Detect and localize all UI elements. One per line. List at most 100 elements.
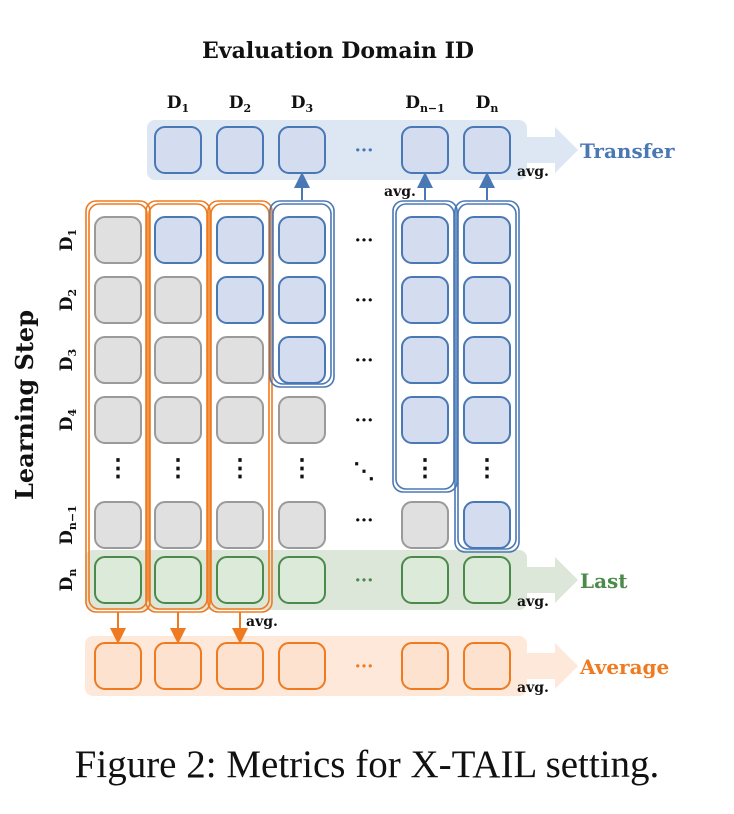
matrix-cell-transfer <box>278 216 326 264</box>
matrix-cell-transfer <box>278 336 326 384</box>
average-column-avg-label: avg. <box>246 614 278 630</box>
last-label: Last <box>580 569 628 593</box>
ellipsis-diagonal: ⋱ <box>353 458 375 484</box>
transfer-column-outline <box>395 203 455 490</box>
average-cell <box>401 642 449 690</box>
last-avg-label: avg. <box>517 594 549 610</box>
column-header: Dn−1 <box>405 93 445 115</box>
last-row-cell <box>463 556 511 604</box>
matrix-cell <box>94 336 142 384</box>
average-avg-label: avg. <box>517 680 549 696</box>
matrix-cell <box>94 276 142 324</box>
row-labels: D1 D2 D3 D4 Dn−1 Dn <box>57 229 79 592</box>
matrix-cell-transfer <box>463 501 511 549</box>
ellipsis-horizontal: ··· <box>355 140 374 161</box>
ellipsis-vertical: ⋮ <box>413 453 437 482</box>
transfer-column-avg-label: avg. <box>384 184 416 200</box>
row-label: D3 <box>57 349 79 371</box>
matrix-cell <box>216 336 264 384</box>
row-label: D4 <box>57 408 79 431</box>
matrix-cell <box>94 216 142 264</box>
ellipsis-horizontal: ··· <box>355 656 374 677</box>
average-label: Average <box>579 655 669 679</box>
last-row-cell <box>154 556 202 604</box>
ellipsis-vertical: ⋮ <box>475 453 499 482</box>
y-axis-title: Learning Step <box>10 310 39 500</box>
ellipsis-vertical: ⋮ <box>106 453 130 482</box>
transfer-cell <box>154 126 202 174</box>
matrix-cell <box>94 501 142 549</box>
ellipsis-horizontal: ··· <box>355 410 374 431</box>
ellipsis-vertical: ⋮ <box>290 453 314 482</box>
cell-grid <box>94 126 511 690</box>
transfer-column-outline <box>392 200 458 493</box>
average-column-outline <box>148 203 208 610</box>
matrix-cell-transfer <box>401 276 449 324</box>
transfer-column-outline <box>454 200 520 553</box>
average-cell <box>463 642 511 690</box>
average-column-outline <box>88 203 148 610</box>
column-header: Dn <box>476 93 499 115</box>
matrix-cell <box>216 396 264 444</box>
matrix-cell-transfer <box>278 276 326 324</box>
matrix-cell-transfer <box>463 276 511 324</box>
matrix-cell <box>154 336 202 384</box>
metric-arrows <box>110 172 495 644</box>
matrix-cell <box>154 276 202 324</box>
ellipsis-vertical: ⋮ <box>166 453 190 482</box>
last-row-cell <box>401 556 449 604</box>
matrix-cell-transfer <box>154 216 202 264</box>
last-row-cell <box>216 556 264 604</box>
matrix-cell-transfer <box>401 336 449 384</box>
average-band-arrow <box>527 643 578 689</box>
matrix-cell-transfer <box>216 276 264 324</box>
matrix-cell-transfer <box>216 216 264 264</box>
ellipsis-horizontal: ··· <box>355 510 374 531</box>
matrix-cell <box>401 501 449 549</box>
column-header: D3 <box>291 93 313 115</box>
row-label: Dn−1 <box>57 505 79 545</box>
ellipsis-horizontal: ··· <box>355 350 374 371</box>
matrix-cell-transfer <box>463 336 511 384</box>
ellipsis-vertical: ⋮ <box>228 453 252 482</box>
ellipsis-horizontal: ··· <box>355 570 374 591</box>
row-label: D2 <box>57 289 79 311</box>
transfer-column-outline <box>269 200 335 388</box>
column-header: D2 <box>229 93 251 115</box>
last-row-cell <box>278 556 326 604</box>
matrix-cell <box>154 501 202 549</box>
average-cell <box>94 642 142 690</box>
average-cell <box>154 642 202 690</box>
row-label: D1 <box>57 229 79 251</box>
transfer-label: Transfer <box>580 139 675 163</box>
matrix-cell-transfer <box>401 216 449 264</box>
transfer-cell <box>216 126 264 174</box>
column-headers: D1 D2 D3 Dn−1 Dn <box>167 93 499 115</box>
last-row-cell <box>94 556 142 604</box>
row-label: Dn <box>57 569 79 592</box>
diagram-title: Evaluation Domain ID <box>202 38 474 64</box>
transfer-band-arrow <box>527 127 578 173</box>
matrix-cell-transfer <box>463 396 511 444</box>
matrix-cell <box>154 396 202 444</box>
average-cell <box>278 642 326 690</box>
matrix-cell-transfer <box>463 216 511 264</box>
matrix-cell <box>278 396 326 444</box>
last-band-arrow <box>527 557 578 603</box>
transfer-avg-label: avg. <box>517 164 549 180</box>
transfer-cell <box>401 126 449 174</box>
transfer-cell <box>278 126 326 174</box>
matrix-cell <box>278 501 326 549</box>
transfer-cell <box>463 126 511 174</box>
matrix-cell <box>94 396 142 444</box>
matrix-cell <box>216 501 264 549</box>
average-column-outline <box>210 203 270 610</box>
ellipses: ··· ··· ··· ··· ··· ⋱ ··· ··· ··· ⋮ ⋮ ⋮ … <box>106 140 499 677</box>
figure-caption: Figure 2: Metrics for X-TAIL setting. <box>74 743 660 786</box>
column-header: D1 <box>167 93 189 115</box>
ellipsis-horizontal: ··· <box>355 290 374 311</box>
average-cell <box>216 642 264 690</box>
matrix-cell-transfer <box>401 396 449 444</box>
ellipsis-horizontal: ··· <box>355 230 374 251</box>
